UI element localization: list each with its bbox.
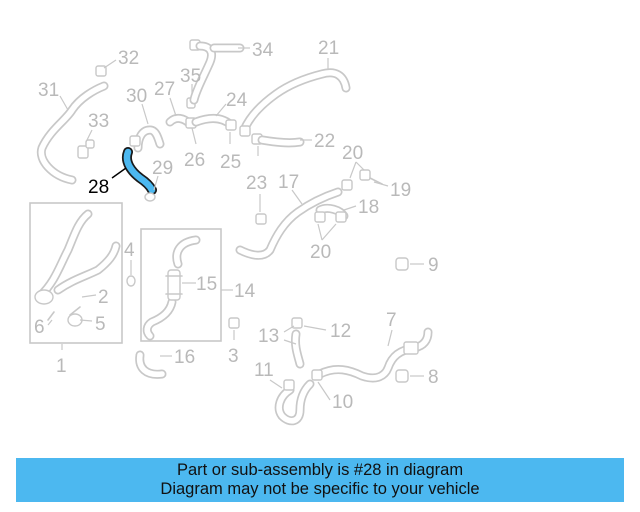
label-21: 21 [318,38,339,59]
banner-line-2: Diagram may not be specific to your vehi… [160,480,480,498]
part-34-hose [189,39,245,105]
part-28-leader [111,167,127,179]
part-32-clamp [95,65,107,77]
label-3: 3 [228,346,239,367]
assembly-box-14 [140,228,222,342]
banner-line-1: Part or sub-assembly is #28 in diagram [176,461,464,479]
label-8: 8 [428,367,439,388]
part-16-hose [135,350,167,379]
label-23: 23 [246,173,267,194]
label-18: 18 [358,197,379,218]
part-33-fitting [77,139,95,159]
assembly-box-1 [29,202,123,344]
part-29-clamp [144,192,156,202]
label-6: 6 [34,317,45,338]
part-18-hose [314,203,349,223]
part-30-hose [129,125,165,153]
part-22-hose [251,133,305,148]
label-5: 5 [95,314,106,335]
label-11: 11 [254,360,274,381]
part-23-clamp [255,213,267,225]
part-24-hose [191,114,237,131]
label-20b: 20 [310,242,331,263]
part-8-clamp [395,369,409,383]
label-34: 34 [252,40,274,61]
part-31-hose [36,81,109,185]
label-16: 16 [174,347,195,368]
part-17-pipe [235,187,343,260]
label-30: 30 [126,86,147,107]
label-12: 12 [330,321,351,342]
label-17: 17 [278,172,299,193]
label-7: 7 [386,310,397,331]
label-1: 1 [56,356,67,377]
part-9-clamp [395,257,409,271]
part-7-pipe [311,327,433,383]
part-12-13-hose [291,317,305,369]
label-32: 32 [118,48,139,69]
info-banner: Part or sub-assembly is #28 in diagram D… [16,458,624,502]
label-24: 24 [226,90,248,111]
label-35: 35 [180,66,201,87]
label-19: 19 [390,180,411,201]
label-26: 26 [184,150,205,171]
part-3-clamp [228,317,240,329]
label-15: 15 [196,274,217,295]
label-33: 33 [88,111,109,132]
label-4: 4 [124,240,135,261]
label-20a: 20 [342,143,363,164]
part-4-clamp [126,275,136,287]
radiator-hose-assembly [34,209,121,327]
label-28-highlighted: 28 [88,177,109,198]
part-21-pipe [239,68,351,137]
label-9: 9 [428,255,439,276]
label-27: 27 [154,79,175,100]
label-25: 25 [220,152,241,173]
label-2: 2 [98,287,109,308]
heater-hose-assembly [142,235,201,341]
part-11-hose [274,379,315,426]
label-22: 22 [314,131,335,152]
label-10: 10 [332,392,353,413]
label-29: 29 [152,158,173,179]
parts-diagram: 1 2 3 4 5 6 7 8 9 10 11 12 13 14 15 16 1… [29,38,439,426]
part-28-hose-highlighted [122,147,157,195]
label-14: 14 [234,281,256,302]
part-20-clamp-upper [341,169,383,191]
part-number-labels: 1 2 3 4 5 6 7 8 9 10 11 12 13 14 15 16 1… [34,38,439,413]
label-13: 13 [258,326,279,347]
label-31: 31 [38,80,59,101]
